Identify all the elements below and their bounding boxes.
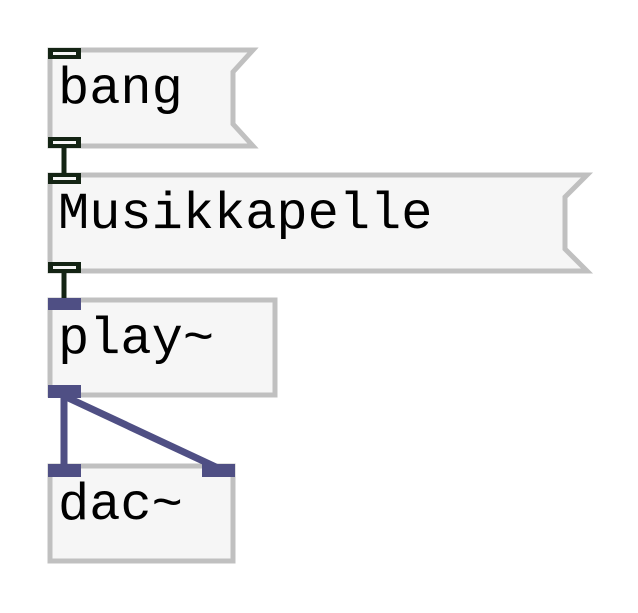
play-outlet[interactable] (48, 385, 81, 398)
play-object-box[interactable] (47, 297, 278, 398)
bang-message-label: bang (58, 60, 183, 119)
play-inlet[interactable] (48, 298, 81, 310)
dac-inlet-right[interactable] (202, 464, 235, 477)
bang-inlet[interactable] (48, 48, 81, 59)
dac-object-label: dac~ (58, 476, 183, 535)
play-object-label: play~ (58, 310, 215, 369)
musikkapelle-message-label: Musikkapelle (58, 185, 433, 244)
dac-object-box[interactable] (47, 463, 236, 564)
musikkapelle-inlet[interactable] (48, 173, 81, 184)
dac-inlet-left[interactable] (48, 464, 81, 477)
musikkapelle-outlet[interactable] (48, 262, 81, 273)
wire-play-to-dac-right[interactable] (62, 392, 220, 472)
bang-outlet[interactable] (48, 137, 81, 148)
